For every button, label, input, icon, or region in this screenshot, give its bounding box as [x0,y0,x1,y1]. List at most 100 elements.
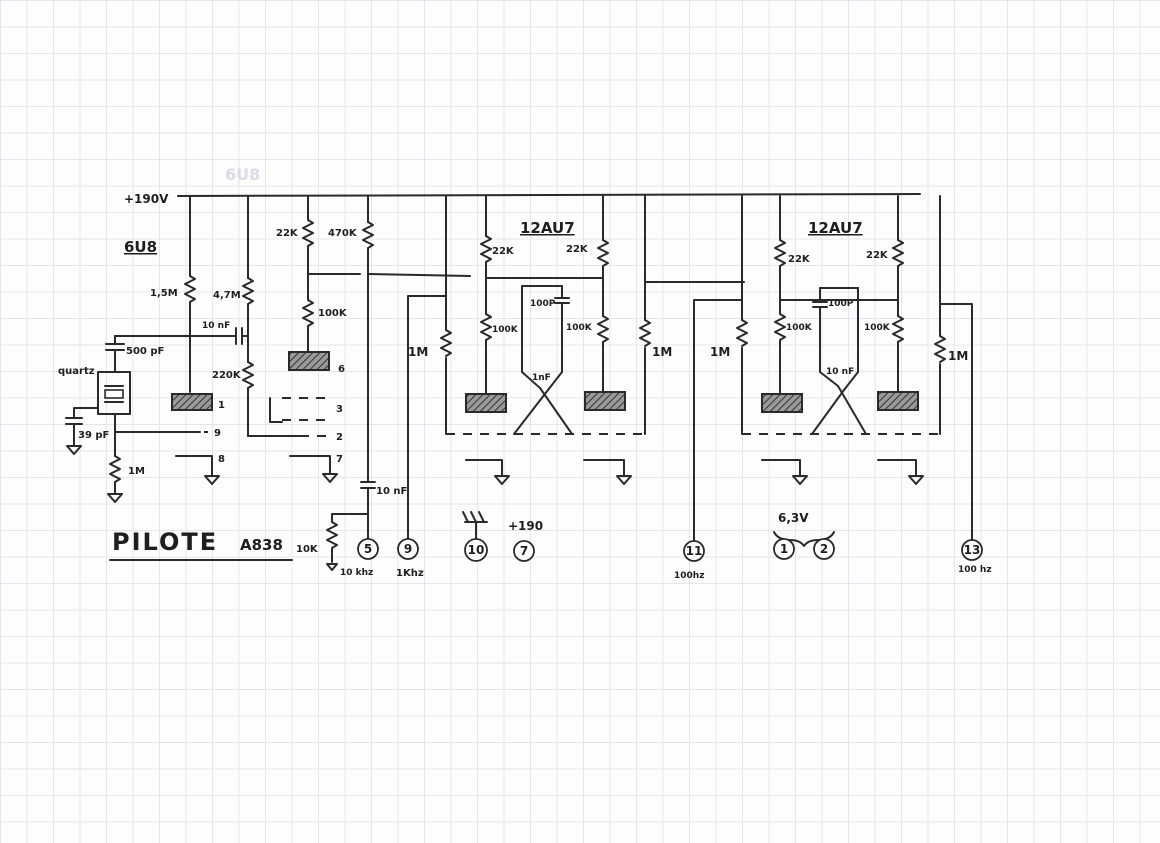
label-b-c100p: 100P [530,299,556,309]
label-r-1m-a: 1M [128,466,145,477]
oscillator-section: 6U8 1,5M 4,7M 10 nF 220K 22K 100K 6 [58,195,471,578]
resistor-b-100k-left [480,313,492,341]
resistor-4m7 [242,277,254,305]
label-r-220k: 220K [212,370,242,381]
label-c-c10nf: 10 nF [826,367,854,377]
label-pin9: 9 [214,428,221,439]
label-c-c100p: 100P [828,299,854,309]
label-pin1: 1 [218,400,225,411]
divider-stage-2: 12AU7 1M 22K 100K 22K 100K 1M 100P 10 [693,195,973,541]
label-c-r100k-r: 100K [864,323,891,333]
resistor-c-22k-right [892,239,904,267]
resistor-22k-a [302,219,314,247]
pin-10 [464,538,488,562]
label-b-r100k-l: 100K [492,325,519,335]
label-r-1m5: 1,5M [150,288,178,299]
label-pin6: 6 [338,364,345,375]
label-pin7: 7 [336,454,343,465]
resistor-b-100k-right [597,315,609,343]
pin-11 [683,540,705,562]
pin-5 [357,538,379,560]
pin-1-label: 1 [780,542,788,556]
resistor-10k [326,521,338,549]
pin-10-label: 10 [468,543,485,557]
label-r-470k: 470K [328,228,358,239]
resistor-c-22k-left [774,239,786,267]
tube-label-6u8: 6U8 [124,238,157,256]
label-v63: 6,3V [778,511,809,525]
pin-13-label: 13 [964,543,981,557]
resistor-100k-a [302,299,314,327]
label-b-r100k-r: 100K [566,323,593,333]
label-v190: +190 [508,519,543,533]
label-c-10nf-a: 10 nF [202,321,230,331]
label-r-4m7: 4,7M [213,290,241,301]
supply-rail: +190V [124,192,921,206]
resistor-c-1m-left [736,319,748,347]
pin-2 [813,538,835,560]
tube-c-cathode-right [877,391,919,411]
tube-c-cathode-left [761,393,803,413]
pin-7-label: 7 [520,544,528,558]
pin-11-label: 11 [686,544,703,558]
tube-label-12au7-a: 12AU7 [520,219,575,237]
label-quartz: quartz [58,366,95,377]
supply-label: +190V [124,192,169,206]
label-b-r1m-l: 1M [408,345,428,359]
pin-9-label: 9 [404,542,412,556]
pin-2-label: 2 [820,542,828,556]
pin-13 [961,539,983,561]
label-freq-10khz: 10 khz [340,568,373,578]
label-pin8: 8 [218,454,225,465]
label-pin3: 3 [336,404,343,415]
resistor-1m5 [184,275,196,303]
pin-5-label: 5 [364,542,372,556]
label-r-10k: 10K [296,544,319,555]
label-freq-100hz-a: 100hz [674,571,704,581]
title-main: PILOTE [112,528,218,556]
resistor-b-22k-left [480,235,492,263]
resistor-b-1m-left [440,329,452,357]
label-c-39pf: 39 pF [78,430,109,441]
tube-label-12au7-b: 12AU7 [808,219,863,237]
resistor-c-1m-right [934,335,946,363]
label-freq-100hz-b: 100 hz [958,565,992,575]
quartz-crystal [97,371,131,415]
label-b-r1m-r: 1M [652,345,672,359]
label-r-22k-a: 22K [276,228,299,239]
resistor-1m-a [109,455,121,483]
label-c-500pf: 500 pF [126,346,164,357]
label-pin2: 2 [336,432,343,443]
schematic-title: PILOTE A838 [109,528,293,561]
label-freq-1khz: 1Khz [396,568,424,579]
pin-9 [397,538,419,560]
resistor-b-22k-right [597,239,609,267]
label-b-r22k-l: 22K [492,246,515,257]
title-model: A838 [240,536,283,554]
tube-element-pin6 [288,351,330,371]
label-b-r22k-r: 22K [566,244,589,255]
label-c-r22k-l: 22K [788,254,811,265]
connector-pins: 5 9 1Khz 10 +190 7 11 100hz 6,3V 1 2 13 … [357,511,992,581]
resistor-220k [242,361,254,389]
label-c-r22k-r: 22K [866,250,889,261]
label-c-r1m-r: 1M [948,349,968,363]
tube-b-cathode-left [465,393,507,413]
resistor-c-100k-left [774,313,786,341]
label-r-100k-a: 100K [318,308,348,319]
tube-b-cathode-right [584,391,626,411]
ghost-text: 6U8 [225,165,260,184]
label-c-10nf-out: 10 nF [376,486,407,497]
pin-7 [513,540,535,562]
tube-element-pin1 [171,393,213,411]
pin-1 [773,538,795,560]
resistor-470k [362,221,374,249]
label-b-c1nf: 1nF [532,373,551,383]
label-c-r1m-l: 1M [710,345,730,359]
resistor-c-100k-right [892,315,904,343]
divider-stage-1: 12AU7 1M 22K 100K 22K 100K 1M 100P 1nF [407,195,745,541]
label-c-r100k-l: 100K [786,323,813,333]
resistor-b-1m-right [639,319,651,347]
